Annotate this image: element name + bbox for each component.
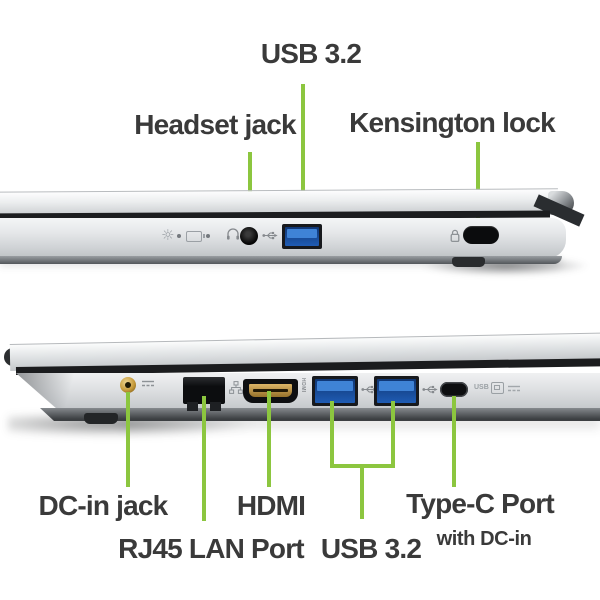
callout-line-usb-top xyxy=(301,84,305,234)
usb-a-port-2 xyxy=(374,376,419,406)
label-usb-bottom: USB 3.2 xyxy=(320,533,422,564)
callout-line-dc-in xyxy=(126,392,130,487)
callout-line-type-c xyxy=(452,396,456,487)
rj45-tab-right xyxy=(210,402,221,411)
laptop-bottom-rubber-foot xyxy=(84,413,118,424)
label-type-c-port: Type-C Port xyxy=(406,488,555,519)
type-c-port xyxy=(440,382,468,397)
laptop-top-bottom-edge xyxy=(0,256,562,264)
power-led-dot xyxy=(177,234,181,238)
usb-logo-box-icon xyxy=(491,382,504,394)
callout-line-usb2 xyxy=(391,401,395,468)
callout-line-hdmi xyxy=(267,391,271,487)
label-rj45-lan-port: RJ45 LAN Port xyxy=(118,533,304,564)
callout-line-rj45 xyxy=(202,396,206,521)
label-kensington-lock: Kensington lock xyxy=(349,107,556,138)
usb-icon-2 xyxy=(422,385,438,394)
usb-a-port-1 xyxy=(312,376,358,406)
callout-line-kensington xyxy=(476,142,480,230)
dc-power-icon-typec xyxy=(508,385,520,392)
headset-icon xyxy=(227,228,239,240)
label-usb-top: USB 3.2 xyxy=(260,38,362,69)
label-headset-jack: Headset jack xyxy=(134,109,296,140)
usb-icon xyxy=(262,231,278,240)
usb-a-port-top xyxy=(282,224,322,249)
lan-icon xyxy=(229,381,243,394)
dc-in-jack-port xyxy=(120,377,136,393)
dc-power-icon xyxy=(142,380,154,387)
laptop-bottom-base xyxy=(16,373,600,412)
battery-led-dot xyxy=(206,234,210,238)
label-hdmi: HDMI xyxy=(236,490,306,521)
battery-indicator-icon xyxy=(186,231,205,242)
laptop-top-rubber-foot xyxy=(452,257,485,267)
usb-logo-marking: USB xyxy=(474,384,489,391)
kensington-lock-icon xyxy=(450,229,460,243)
laptop-bottom-shadow-long xyxy=(120,418,600,432)
power-indicator-icon: ☼ xyxy=(161,226,175,244)
usb-icon-1 xyxy=(361,385,377,394)
callout-stem-usb xyxy=(360,466,364,519)
headset-jack-port xyxy=(240,227,258,245)
callout-line-usb1 xyxy=(330,401,334,468)
label-type-c-with-dc-in: with DC-in xyxy=(436,528,532,550)
rj45-tab-left xyxy=(187,402,198,411)
kensington-lock-slot xyxy=(463,226,499,244)
hdmi-marking-text: HDMI xyxy=(300,378,306,393)
label-dc-in-jack: DC-in jack xyxy=(38,490,169,521)
laptop-bottom-bottom-edge xyxy=(40,408,600,421)
laptop-bottom-base-shade xyxy=(16,373,96,412)
